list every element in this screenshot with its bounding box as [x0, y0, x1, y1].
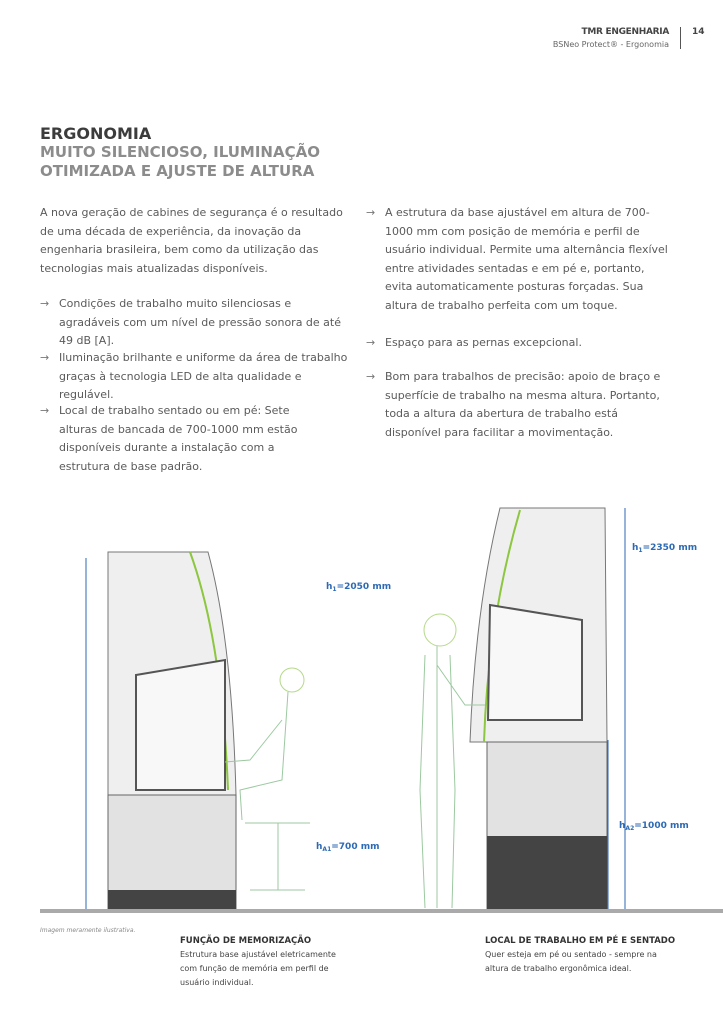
dimension-h1-left: h1=2050 mm: [326, 582, 391, 593]
bullet-text: Condições de trabalho muito silenciosas …: [59, 297, 341, 347]
bullet-item: → Local de trabalho sentado ou em pé: Set…: [40, 402, 309, 476]
bullet-item: → A estrutura da base ajustável em altura…: [366, 204, 675, 315]
caption-title: LOCAL DE TRABALHO EM PÉ E SENTADO: [485, 936, 676, 946]
dimension-h1-right: h1=2350 mm: [632, 543, 697, 554]
standing-person: [419, 613, 485, 909]
arrow-icon: →: [40, 351, 50, 364]
header-subtitle: BSNeo Protect® - Ergonomia: [552, 40, 669, 49]
bullet-item: → Bom para trabalhos de precisão: apoio d…: [366, 368, 675, 442]
bullet-text: Local de trabalho sentado ou em pé: Sete…: [59, 404, 298, 473]
caption-text: Estrutura base ajustável eletricamente c…: [180, 950, 336, 987]
page-title: ERGONOMIA: [40, 124, 152, 143]
intro-paragraph: A nova geração de cabines de segurança é…: [40, 206, 343, 275]
arrow-icon: →: [40, 297, 50, 310]
page-number: 14: [692, 27, 705, 37]
dimension-hA2: hA2=1000 mm: [619, 821, 689, 832]
cabinet-seated: [85, 551, 237, 911]
arrow-icon: →: [366, 336, 376, 349]
caption-text: Quer esteja em pé ou sentado - sempre na…: [485, 950, 657, 973]
bullet-item: → Iluminação brilhante e uniforme da área…: [40, 349, 349, 405]
arrow-icon: →: [366, 370, 376, 383]
bullet-text: Espaço para as pernas excepcional.: [385, 336, 582, 349]
cabinet-standing: [469, 507, 626, 911]
caption-title: FUNÇÃO DE MEMORIZAÇÃO: [180, 936, 312, 946]
dimension-hA1: hA1=700 mm: [316, 842, 379, 853]
seated-person: [224, 667, 310, 891]
bullet-text: Iluminação brilhante e uniforme da área …: [59, 351, 348, 401]
arrow-icon: →: [366, 206, 376, 219]
bullet-text: A estrutura da base ajustável em altura …: [385, 206, 668, 312]
ergonomics-illustration: h1=2050 mm hA1=700 mm h1=2350 mm hA2=100…: [40, 507, 723, 913]
arrow-icon: →: [40, 404, 50, 417]
illustrative-note: Imagem meramente ilustrativa.: [40, 927, 136, 934]
bullet-text: Bom para trabalhos de precisão: apoio de…: [385, 370, 661, 439]
header-company: TMR ENGENHARIA: [581, 27, 670, 37]
bullet-item: → Condições de trabalho muito silenciosas…: [40, 295, 349, 351]
bullet-item: → Espaço para as pernas excepcional.: [366, 334, 675, 353]
header-divider: [680, 27, 681, 49]
subtitle-line: OTIMIZADA E AJUSTE DE ALTURA: [40, 162, 315, 180]
subtitle-line: MUITO SILENCIOSO, ILUMINAÇÃO: [40, 143, 320, 161]
